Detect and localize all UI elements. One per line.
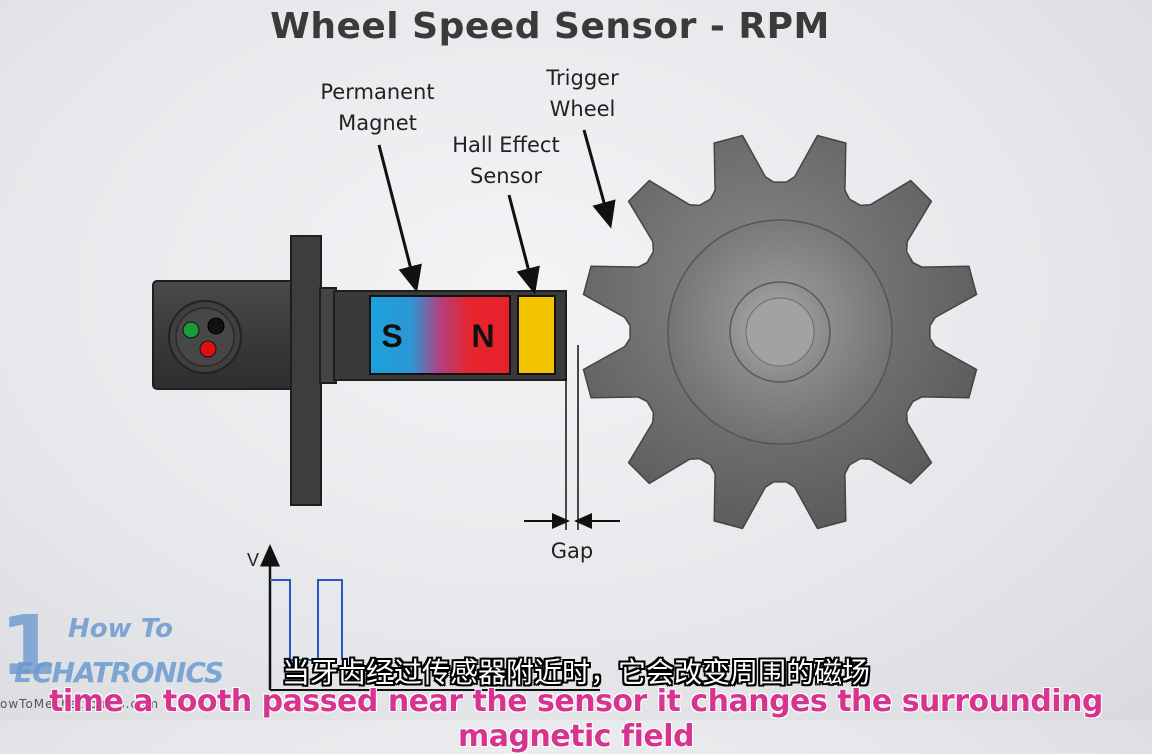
subtitle-english: time a tooth passed near the sensor it c… <box>49 684 1103 754</box>
trigger-wheel-label: Trigger Wheel <box>525 63 640 125</box>
permanent-magnet-label: Permanent Magnet <box>300 77 455 139</box>
magnet-pointer-arrow <box>377 144 422 293</box>
mounting-flange <box>290 235 322 506</box>
hall-effect-sensor-chip <box>517 295 556 375</box>
gap-label: Gap <box>550 539 594 563</box>
gear-bore <box>745 297 815 367</box>
hall-effect-sensor-label: Hall Effect Sensor <box>436 130 576 192</box>
trigger-wheel-label-line1: Trigger <box>546 66 619 90</box>
signal-graph <box>260 544 600 691</box>
trigger-wheel-pointer-arrow <box>582 129 616 229</box>
wire-pin-red <box>199 340 217 358</box>
hall-effect-sensor-label-line2: Sensor <box>470 164 542 188</box>
subtitle-chinese: 当牙齿经过传感器附近时，它会改变周围的磁场 <box>281 656 870 689</box>
trigger-wheel-label-line2: Wheel <box>549 97 616 121</box>
trigger-wheel-gear <box>582 134 978 530</box>
hall-sensor-pointer-arrow <box>507 194 540 295</box>
sensor-assembly <box>152 235 567 506</box>
diagram-stage: Wheel Speed Sensor - RPM <box>0 6 1103 754</box>
pole-north-label: N <box>471 318 494 354</box>
voltage-axis-label: V <box>247 550 259 570</box>
page-title: Wheel Speed Sensor - RPM <box>270 6 830 47</box>
pulse-signal-line <box>270 579 343 661</box>
hall-effect-sensor-label-line1: Hall Effect <box>452 133 560 157</box>
wire-pin-green <box>182 321 200 339</box>
logo-numeral: 1 <box>0 599 58 694</box>
logo-url: owToMechatronics.com <box>0 697 160 711</box>
permanent-magnet <box>369 295 511 375</box>
permanent-magnet-label-line1: Permanent <box>320 80 435 104</box>
diagram-canvas: S N V <box>152 129 978 691</box>
pole-south-label: S <box>381 318 402 354</box>
permanent-magnet-label-line2: Magnet <box>338 111 417 135</box>
wire-pin-black <box>207 317 225 335</box>
logo-how-to: How To <box>68 614 173 644</box>
logo-mechatronics: ECHATRONICS <box>14 656 224 689</box>
